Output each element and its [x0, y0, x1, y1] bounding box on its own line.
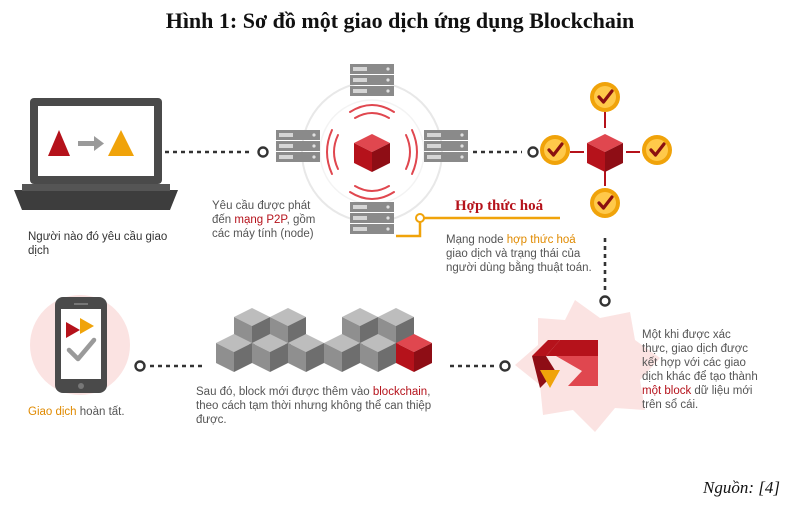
new-block-icon	[532, 340, 598, 388]
server-left-icon	[276, 130, 320, 162]
source-note: Nguồn: [4]	[703, 478, 780, 497]
p2p-network	[276, 64, 468, 234]
red-cube-icon	[354, 134, 390, 172]
server-right-icon	[424, 130, 468, 162]
combine-caption: Một khi được xác thực, giao dịch được kế…	[642, 329, 758, 411]
triangle-orange-icon	[108, 130, 134, 156]
server-top-icon	[350, 64, 394, 96]
check-icon-bottom	[588, 186, 622, 220]
triangle-red-icon	[48, 130, 70, 156]
red-cube-icon	[587, 134, 623, 172]
connector-lines	[150, 150, 607, 368]
phone-icon	[55, 297, 107, 393]
verified-block	[538, 80, 674, 220]
broadcast-caption: Yêu cầu được phát đến mạng P2P, gồm các …	[212, 200, 316, 240]
signal-waves-icon	[326, 104, 418, 200]
arrow-right-icon	[94, 136, 104, 151]
check-icon-right	[640, 133, 674, 167]
check-icon	[66, 337, 97, 362]
validate-connector	[396, 216, 560, 238]
connector-dots	[134, 146, 611, 372]
request-caption: Người nào đó yêu cầu giao dịch	[28, 231, 168, 257]
validate-caption: Mạng node hợp thức hoá giao dịch và trạn…	[446, 234, 592, 274]
complete-caption: Giao dịch hoàn tất.	[28, 406, 125, 418]
check-icon-left	[538, 133, 572, 167]
blockchain-cubes	[216, 308, 432, 372]
append-caption: Sau đó, block mới được thêm vào blockcha…	[196, 386, 432, 426]
validate-label: Hợp thức hoá	[455, 198, 544, 214]
laptop-icon	[14, 98, 178, 210]
figure-title: Hình 1: Sơ đồ một giao dịch ứng dụng Blo…	[165, 8, 635, 33]
server-bottom-icon	[350, 202, 394, 234]
check-icon-top	[588, 80, 622, 114]
